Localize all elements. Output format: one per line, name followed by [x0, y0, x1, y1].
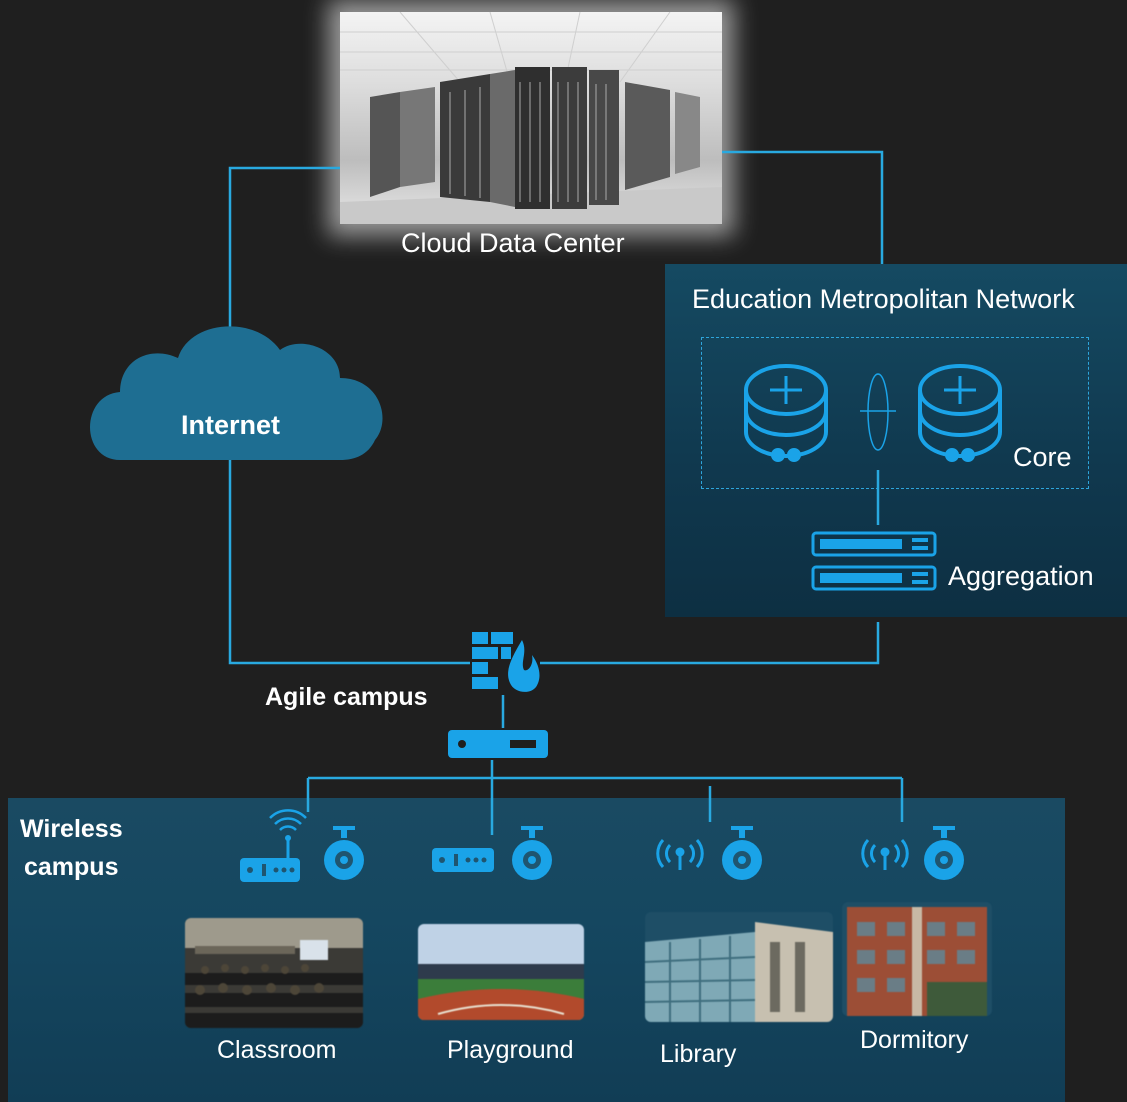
core-dashed-box: [701, 337, 1089, 489]
wireless-campus-label-line1: Wireless: [20, 815, 123, 843]
education-man-label: Education Metropolitan Network: [692, 284, 1075, 314]
library-label: Library: [660, 1040, 737, 1068]
man-to-firewall-line: [540, 622, 880, 665]
core-label: Core: [1013, 442, 1072, 472]
aggregation-switch-icon: [811, 531, 937, 591]
library-photo: [645, 912, 833, 1022]
internet-cloud-icon: [90, 326, 383, 460]
core-link-icon: [860, 373, 896, 451]
core-router-left-icon: [744, 364, 828, 462]
gateway-icon: [448, 730, 548, 758]
camera-icon: [924, 826, 964, 880]
wireless-campus-label-line2: campus: [24, 853, 119, 881]
wireless-antenna-icon: [656, 838, 704, 870]
wifi-router-icon: [240, 809, 307, 882]
classroom-label: Classroom: [217, 1036, 337, 1064]
education-man-panel: [665, 264, 1127, 617]
camera-icon: [722, 826, 762, 880]
data-center-illustration: [340, 12, 722, 224]
cloud-data-center-photo: [340, 12, 722, 224]
dc-to-internet-line: [228, 166, 340, 360]
aggregation-label: Aggregation: [948, 561, 1094, 591]
dormitory-photo: [842, 902, 992, 1016]
firewall-icon: [472, 632, 540, 692]
playground-photo: [418, 924, 584, 1020]
internet-label: Internet: [181, 410, 281, 440]
router-icon: [432, 848, 494, 872]
wireless-antenna-icon: [861, 838, 909, 870]
dc-to-man-line: [722, 150, 884, 264]
camera-icon: [324, 826, 364, 880]
playground-label: Playground: [447, 1036, 574, 1064]
agile-campus-label: Agile campus: [265, 683, 428, 711]
classroom-photo: [185, 918, 363, 1028]
core-router-right-icon: [918, 364, 1002, 462]
camera-icon: [512, 826, 552, 880]
internet-to-firewall-line: [228, 460, 470, 665]
cloud-data-center-label: Cloud Data Center: [401, 228, 625, 258]
dormitory-label: Dormitory: [860, 1026, 969, 1054]
